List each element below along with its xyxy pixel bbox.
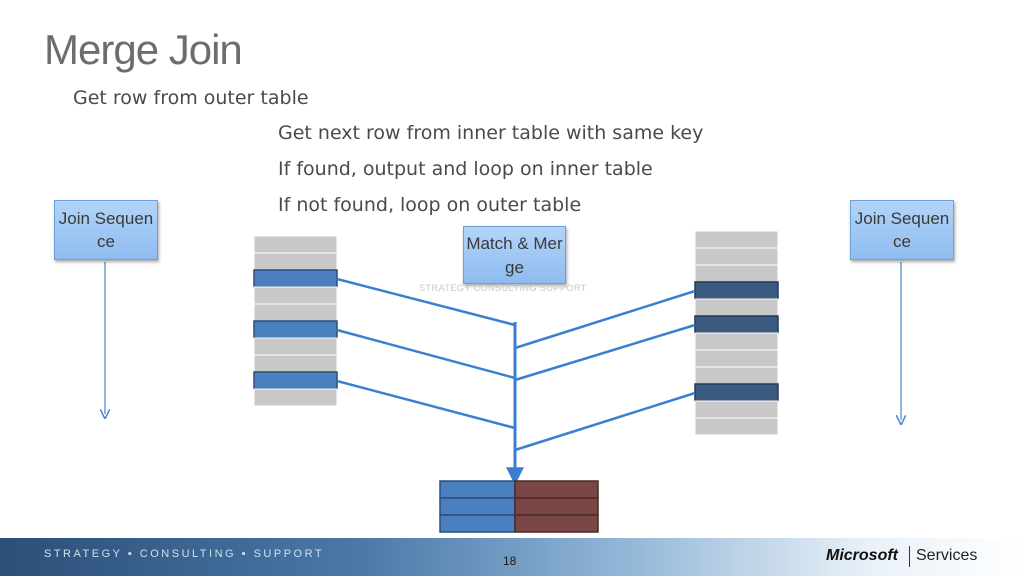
inner-connector — [514, 289, 696, 350]
logo-divider — [909, 546, 910, 567]
inner-row-selected — [694, 281, 779, 300]
join-sequence-box-left: Join Sequence — [54, 200, 158, 260]
inner-table — [694, 230, 779, 436]
outer-connectors — [336, 277, 516, 430]
output-key-cell — [439, 497, 516, 516]
outer-row — [253, 286, 338, 305]
outer-table — [253, 235, 338, 407]
inner-row — [694, 349, 779, 368]
bullet-found: If found, output and loop on inner table — [278, 158, 653, 180]
output-value-cell — [514, 497, 599, 516]
bullet-inner-row: Get next row from inner table with same … — [278, 122, 704, 144]
inner-row — [694, 366, 779, 385]
inner-row — [694, 264, 779, 283]
footer-bar — [0, 538, 1024, 576]
outer-row — [253, 235, 338, 254]
outer-connector — [336, 379, 516, 430]
bullet-not-found: If not found, loop on outer table — [278, 194, 582, 216]
services-label: Services — [916, 547, 978, 564]
slide-title: Merge Join — [44, 26, 243, 73]
watermark-tagline: STRATEGY CONSULTING SUPPORT — [419, 283, 587, 293]
outer-row — [253, 337, 338, 356]
join-sequence-box-right: Join Sequence — [850, 200, 954, 260]
outer-row — [253, 252, 338, 271]
output-key-cell — [439, 514, 516, 533]
outer-row — [253, 303, 338, 322]
output-value-cell — [514, 514, 599, 533]
inner-connector — [514, 391, 696, 452]
outer-row-selected — [253, 371, 338, 390]
inner-row — [694, 332, 779, 351]
output-table — [439, 480, 599, 533]
output-value-cell — [514, 480, 599, 499]
inner-row — [694, 298, 779, 317]
inner-row — [694, 230, 779, 249]
inner-row-selected — [694, 315, 779, 334]
page-number: 18 — [503, 554, 517, 568]
outer-connector — [336, 328, 516, 380]
outer-row-selected — [253, 320, 338, 339]
inner-row-selected — [694, 383, 779, 402]
match-merge-box: Match & Merge — [463, 226, 566, 284]
outer-row-selected — [253, 269, 338, 288]
inner-connectors — [514, 289, 696, 452]
outer-row — [253, 388, 338, 407]
inner-connector — [514, 323, 696, 382]
output-key-cell — [439, 480, 516, 499]
inner-row — [694, 400, 779, 419]
microsoft-logo: Microsoft — [826, 547, 898, 564]
bullet-outer-row: Get row from outer table — [73, 87, 309, 109]
outer-row — [253, 354, 338, 373]
inner-row — [694, 417, 779, 436]
outer-connector — [336, 277, 516, 327]
footer-tagline: STRATEGY ▪ CONSULTING ▪ SUPPORT — [44, 548, 325, 560]
inner-row — [694, 247, 779, 266]
